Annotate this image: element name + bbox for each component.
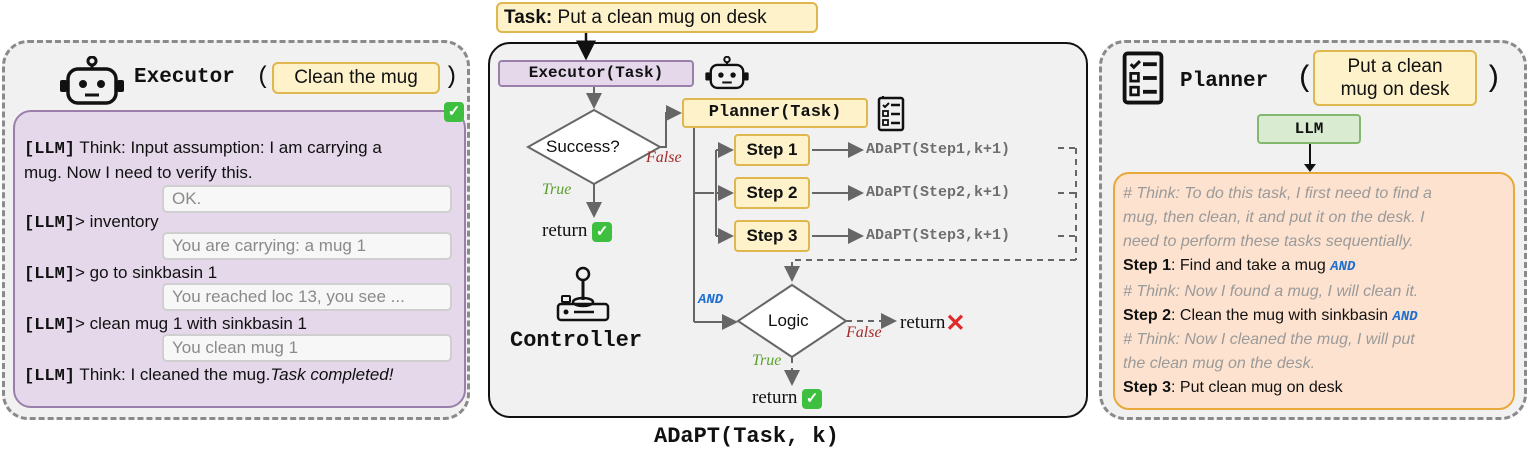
llm-box: LLM bbox=[1257, 114, 1361, 144]
success-false-label: False bbox=[646, 149, 682, 166]
robot-icon bbox=[58, 55, 126, 111]
plan-think-1c: need to perform these tasks sequentially… bbox=[1123, 233, 1414, 250]
logic-true-label: True bbox=[752, 352, 782, 369]
planner-title: Planner bbox=[1180, 70, 1269, 93]
step-2-box: Step 2 bbox=[734, 177, 810, 209]
executor-close-paren: ) bbox=[444, 64, 459, 91]
and-label: AND bbox=[698, 292, 724, 308]
trajectory-line-4: [LLM]> clean mug 1 with sinkbasin 1 bbox=[24, 314, 308, 335]
trajectory-line-5: [LLM] Think: I cleaned the mug.Task comp… bbox=[24, 365, 394, 386]
trajectory-line-1: [LLM] Think: Input assumption: I am carr… bbox=[24, 138, 382, 159]
checklist-icon-small bbox=[876, 95, 906, 137]
adapt-call-step2: ADaPT(Step2,k+1) bbox=[866, 184, 1011, 201]
logic-label: Logic bbox=[768, 311, 809, 330]
cross-icon: ✕ bbox=[945, 311, 966, 337]
adapt-call-step1: ADaPT(Step1,k+1) bbox=[866, 141, 1011, 158]
checklist-icon bbox=[1120, 50, 1166, 111]
check-icon: ✓ bbox=[592, 221, 613, 242]
observation-2: You are carrying: a mug 1 bbox=[162, 232, 452, 260]
adapt-call-step3: ADaPT(Step3,k+1) bbox=[866, 227, 1011, 244]
executor-open-paren: ( bbox=[256, 64, 271, 91]
task-box: Task: Put a clean mug on desk bbox=[496, 2, 818, 33]
plan-think-2: # Think: Now I found a mug, I will clean… bbox=[1123, 283, 1419, 300]
plan-step-1: Step 1: Find and take a mug AND bbox=[1123, 257, 1356, 275]
logic-false-return: return✕ bbox=[900, 311, 966, 337]
success-label: Success? bbox=[546, 137, 620, 156]
executor-title: Executor bbox=[134, 66, 235, 89]
joystick-icon bbox=[554, 266, 612, 329]
plan-think-1a: # Think: To do this task, I first need t… bbox=[1123, 185, 1432, 202]
plan-think-3b: the clean mug on the desk. bbox=[1123, 355, 1316, 372]
planner-call-box: Planner(Task) bbox=[682, 98, 868, 128]
trajectory-line-1-cont: mug. Now I need to verify this. bbox=[24, 163, 253, 182]
success-return: return ✓ bbox=[542, 220, 613, 242]
controller-label: Controller bbox=[510, 328, 643, 353]
executor-call-box: Executor(Task) bbox=[498, 60, 694, 87]
step-3-box: Step 3 bbox=[734, 220, 810, 252]
plan-think-1b: mug, then clean, it and put it on the de… bbox=[1123, 209, 1425, 226]
check-icon: ✓ bbox=[802, 388, 823, 409]
success-true-label: True bbox=[542, 181, 572, 198]
executor-arg: Clean the mug bbox=[272, 62, 440, 94]
logic-false-label: False bbox=[846, 324, 882, 341]
robot-icon-small bbox=[704, 55, 750, 95]
check-icon: ✓ bbox=[444, 102, 464, 122]
plan-think-3a: # Think: Now I cleaned the mug, I will p… bbox=[1123, 331, 1415, 348]
logic-true-return: return ✓ bbox=[752, 387, 823, 409]
observation-3: You reached loc 13, you see ... bbox=[162, 283, 452, 311]
llm-arrow bbox=[1304, 144, 1316, 172]
observation-1: OK. bbox=[162, 185, 452, 213]
plan-box bbox=[1113, 172, 1515, 410]
plan-step-3: Step 3: Put clean mug on desk bbox=[1123, 379, 1343, 396]
plan-step-2: Step 2: Clean the mug with sinkbasin AND bbox=[1123, 307, 1418, 325]
planner-open-paren: ( bbox=[1296, 62, 1315, 96]
trajectory-line-2: [LLM]> inventory bbox=[24, 212, 159, 233]
trajectory-line-3: [LLM]> go to sinkbasin 1 bbox=[24, 263, 218, 284]
adapt-caption: ADaPT(Task, k) bbox=[654, 424, 839, 449]
planner-close-paren: ) bbox=[1484, 62, 1503, 96]
step-1-box: Step 1 bbox=[734, 134, 810, 166]
observation-4: You clean mug 1 bbox=[162, 334, 452, 362]
